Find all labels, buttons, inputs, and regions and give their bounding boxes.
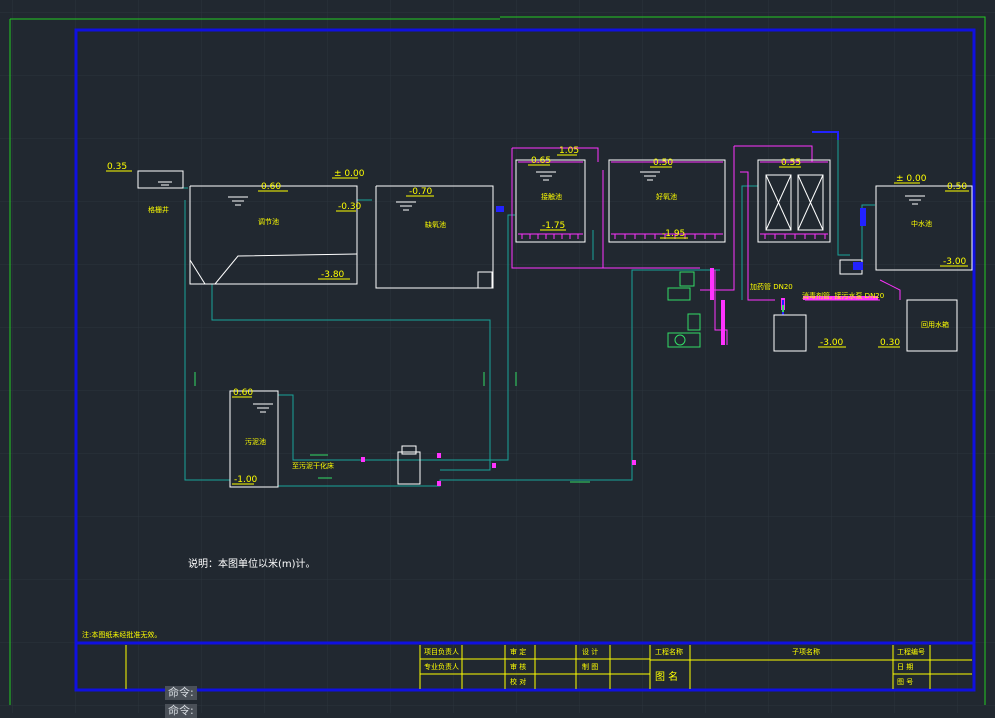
flow-arrows [194,372,590,483]
tb-sub-project: 子项名称 [792,647,820,656]
label-clear: 中水池 [911,219,932,228]
title-block-grid [125,645,972,689]
pumps-equipment [397,206,866,485]
aerator-ticks [521,234,826,239]
label-anoxic: 缺氧池 [425,220,446,229]
level-reg-top: 0.60 [261,182,281,192]
label-tank4: 好氧池 [656,192,677,201]
tb-date: 日 期 [897,663,913,671]
level-anoxic-top: -0.70 [409,187,433,197]
level-clear-zero: ± 0.00 [896,174,927,184]
level-t4-bottom: -1.95 [662,229,685,239]
level-reg-neg: -0.30 [338,202,362,212]
tb-project-name: 工程名称 [655,647,683,656]
level-t5-top: 0.55 [781,158,801,168]
level-sludge-top: 0.60 [233,388,253,398]
label-tank3: 接触池 [541,192,562,201]
tb-drawing-name: 图 名 [655,670,678,683]
note-units: 说明：本图单位以米(m)计。 [188,557,316,570]
level-labels: 0.35 0.60 ± 0.00 -0.30 -3.80 -0.70 1.05 … [107,146,967,485]
command-line-2[interactable]: 命令: [165,704,197,718]
level-t3-top: 0.65 [531,156,551,166]
level-t3-bottom: -1.75 [542,221,565,231]
label-regulating: 调节池 [258,217,279,226]
label-pipe-disinfect: 消毒剂管, 接污水泵 DN20 [802,291,884,300]
tb-drawing-no: 图 号 [897,678,913,686]
level-grit-top: 0.35 [107,162,127,172]
command-line-1[interactable]: 命令: [165,686,197,700]
tb-check: 校 对 [510,677,526,686]
level-reuse-tank: 0.30 [880,338,900,348]
level-clear-top: 0.50 [947,182,967,192]
tank-labels: 格栅井 调节池 缺氧池 接触池 好氧池 中水池 污泥池 回用水箱 加药管 DN2… [148,192,949,470]
tb-project-leader: 项目负责人 [424,647,459,656]
title-block-text: 项目负责人 专业负责人 审 定 审 核 校 对 设 计 制 图 工程名称 子项名… [424,647,925,686]
label-grit: 格栅井 [148,205,169,214]
tb-review: 审 核 [510,662,526,671]
level-small-tank: -3.00 [820,338,844,348]
level-t3-high: 1.05 [559,146,579,156]
level-sludge-bottom: -1.00 [234,475,258,485]
label-reuse: 回用水箱 [921,320,949,329]
aerators [518,161,828,235]
main-pipes [183,140,875,487]
tb-approve: 审 定 [510,647,526,656]
level-clear-bottom: -3.00 [943,257,967,267]
level-reg-bottom: -3.80 [321,270,345,280]
label-pipe-dn20: 加药管 DN20 [750,282,793,291]
tank-outlines [137,159,973,488]
level-reg-zero: ± 0.00 [334,169,365,179]
label-sludge-pipe: 至污泥干化床 [292,461,334,470]
note-bottom: 注:本图纸未经批准无效。 [82,630,161,639]
water-level-symbols [158,171,925,413]
tb-draw: 制 图 [582,662,598,671]
label-sludge: 污泥池 [245,437,266,446]
drawing-frame [74,28,976,692]
tb-discipline-leader: 专业负责人 [424,662,459,671]
tb-design: 设 计 [582,647,598,656]
level-underlines [106,154,969,485]
tb-project-no: 工程编号 [897,647,925,656]
outer-border [500,16,986,705]
valves [361,453,636,486]
level-t4-top: 0.50 [653,158,673,168]
